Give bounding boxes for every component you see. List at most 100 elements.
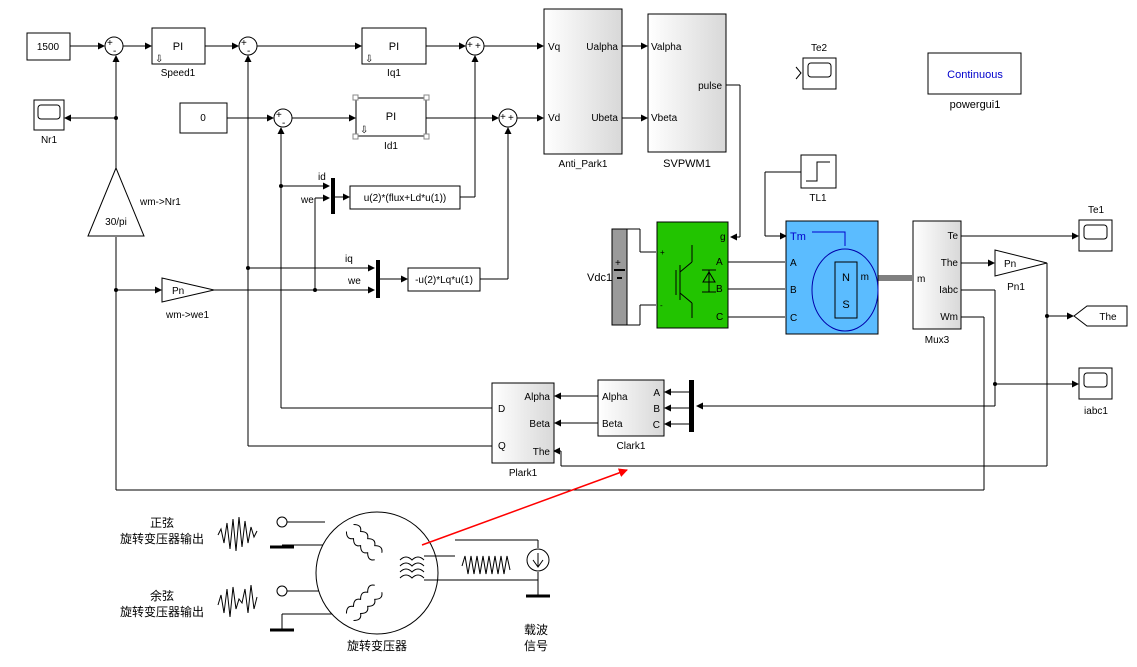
anti-park-vd-port: Vd — [548, 113, 560, 124]
mux3-iabc-port: Iabc — [939, 285, 958, 296]
constant-1500-block[interactable]: 1500 — [26, 32, 71, 61]
inverter-b-port: B — [716, 284, 723, 295]
clark-beta-port: Beta — [602, 419, 623, 430]
clark-a-port: A — [653, 388, 660, 399]
constant-0-block[interactable]: 0 — [179, 102, 228, 134]
gain-30-pi-label: wm->Nr1 — [139, 197, 181, 208]
red-pointer-arrow — [421, 468, 628, 546]
gain-30-pi-value: 30/pi — [105, 217, 127, 228]
bus-selector-mux3[interactable]: m Te The Iabc Wm — [912, 220, 962, 330]
pi-iq-controller[interactable]: PI ⇩ — [361, 27, 427, 65]
scope-te2-name: Te2 — [811, 43, 828, 54]
pmsm-motor[interactable]: Tm A B C m N S — [785, 220, 879, 335]
pi-id-controller[interactable]: PI ⇩ — [352, 94, 430, 140]
pi-iq-arrow-icon: ⇩ — [365, 54, 373, 65]
dc-source-vdc1[interactable]: + — [611, 228, 628, 326]
constant-1500-value: 1500 — [37, 42, 60, 53]
motor-s-pole: S — [842, 299, 849, 311]
plark-beta-port: Beta — [529, 419, 550, 430]
pi-speed-controller[interactable]: PI ⇩ — [151, 27, 206, 65]
sine-waveform — [217, 516, 258, 552]
pi-speed-label: PI — [173, 41, 183, 53]
svg-text:+: + — [508, 113, 514, 124]
sine-label-line1: 正弦 — [150, 515, 174, 530]
plark-d-port: D — [498, 404, 505, 415]
svg-text:-: - — [113, 46, 116, 57]
plark-the-port: The — [533, 447, 551, 458]
plark-name: Plark1 — [509, 468, 538, 479]
svg-text:+: + — [500, 112, 506, 123]
powergui-mode: Continuous — [947, 69, 1003, 81]
pi-id-label: PI — [386, 111, 396, 123]
signal-iq-label: iq — [345, 254, 353, 265]
sum-speed-error[interactable]: + - — [104, 36, 124, 57]
gain-pn-value: Pn — [172, 286, 184, 297]
scope-iabc1[interactable] — [1078, 367, 1113, 400]
scope-nr1[interactable] — [33, 99, 65, 131]
goto-the-label: The — [1099, 312, 1117, 323]
sum-vq[interactable]: + + — [465, 36, 485, 56]
svg-text:+: + — [660, 248, 665, 257]
inverter-a-port: A — [716, 257, 723, 268]
gain-pn1-value: Pn — [1004, 259, 1016, 270]
svg-text:+: + — [241, 38, 247, 49]
clark-transform-block[interactable]: A B C Alpha Beta — [597, 379, 665, 437]
resolver-label: 旋转变压器 — [347, 638, 407, 653]
carrier-label-line1: 载波 — [524, 623, 548, 637]
anti-park-name: Anti_Park1 — [559, 159, 608, 170]
scope-te2[interactable] — [795, 57, 837, 90]
carrier-waveform — [461, 555, 511, 575]
motor-c-port: C — [790, 313, 797, 324]
svpwm-name: SVPWM1 — [663, 158, 711, 170]
gain-pn-label: wm->we1 — [165, 310, 210, 321]
powergui-block[interactable]: Continuous — [927, 52, 1022, 95]
sine-label-line2: 旋转变压器输出 — [120, 531, 204, 546]
clark-name: Clark1 — [617, 441, 646, 452]
scope-te1-name: Te1 — [1088, 205, 1105, 216]
anti-park-vq-port: Vq — [548, 42, 560, 53]
pi-id-arrow-icon: ⇩ — [360, 125, 368, 136]
scope-te1[interactable] — [1078, 219, 1113, 252]
step-tl1[interactable] — [800, 154, 837, 189]
mux-fcn1[interactable] — [331, 178, 335, 214]
scope-nr1-name: Nr1 — [41, 135, 58, 146]
plark-alpha-port: Alpha — [524, 392, 550, 403]
sum-id-error[interactable]: + - — [273, 108, 293, 129]
gain-30-pi[interactable]: 30/pi — [87, 166, 145, 237]
fcn-ud-expression: u(2)*(flux+Ld*u(1)) — [364, 193, 447, 204]
pi-iq-label: PI — [389, 41, 399, 53]
clark-alpha-port: Alpha — [602, 392, 628, 403]
carrier-label-line2: 信号 — [524, 639, 548, 653]
park-transform-block[interactable]: Alpha Beta The D Q — [491, 382, 555, 464]
svpwm-block[interactable]: Valpha Vbeta pulse — [647, 13, 727, 153]
clark-c-port: C — [653, 420, 660, 431]
svg-text:+: + — [467, 40, 473, 51]
inverter-bridge[interactable]: g A B C + - — [656, 221, 729, 329]
fcn-ud-decouple[interactable]: u(2)*(flux+Ld*u(1)) — [349, 185, 461, 210]
gain-pn-speed[interactable]: Pn — [161, 277, 215, 303]
clark-b-port: B — [653, 404, 660, 415]
goto-the-tag[interactable]: The — [1073, 305, 1128, 327]
fcn-uq-decouple[interactable]: -u(2)*Lq*u(1) — [407, 267, 481, 292]
gain-pn1[interactable]: Pn — [994, 249, 1048, 277]
gain-pn1-name: Pn1 — [1007, 282, 1025, 293]
mux3-wm-port: Wm — [940, 312, 958, 323]
inverter-c-port: C — [716, 312, 723, 323]
anti-park-block[interactable]: Vq Vd Ualpha Ubeta — [543, 8, 623, 155]
pi-speed-arrow-icon: ⇩ — [155, 54, 163, 65]
svg-text:+: + — [475, 41, 481, 52]
sum-iq-error[interactable]: + - — [238, 36, 258, 57]
cosine-waveform — [217, 584, 258, 618]
mux-fcn2[interactable] — [376, 260, 380, 298]
demux-iabc[interactable] — [689, 380, 694, 432]
svg-text:-: - — [282, 118, 285, 129]
constant-0-value: 0 — [200, 113, 206, 124]
signal-id-label: id — [318, 172, 326, 183]
motor-tm-port: Tm — [790, 231, 806, 243]
signal-we-label-2: we — [347, 276, 361, 287]
step-tl1-name: TL1 — [809, 193, 827, 204]
sum-vd[interactable]: + + — [498, 108, 518, 128]
motor-m-port: m — [861, 272, 869, 283]
pi-id-name: Id1 — [384, 141, 398, 152]
